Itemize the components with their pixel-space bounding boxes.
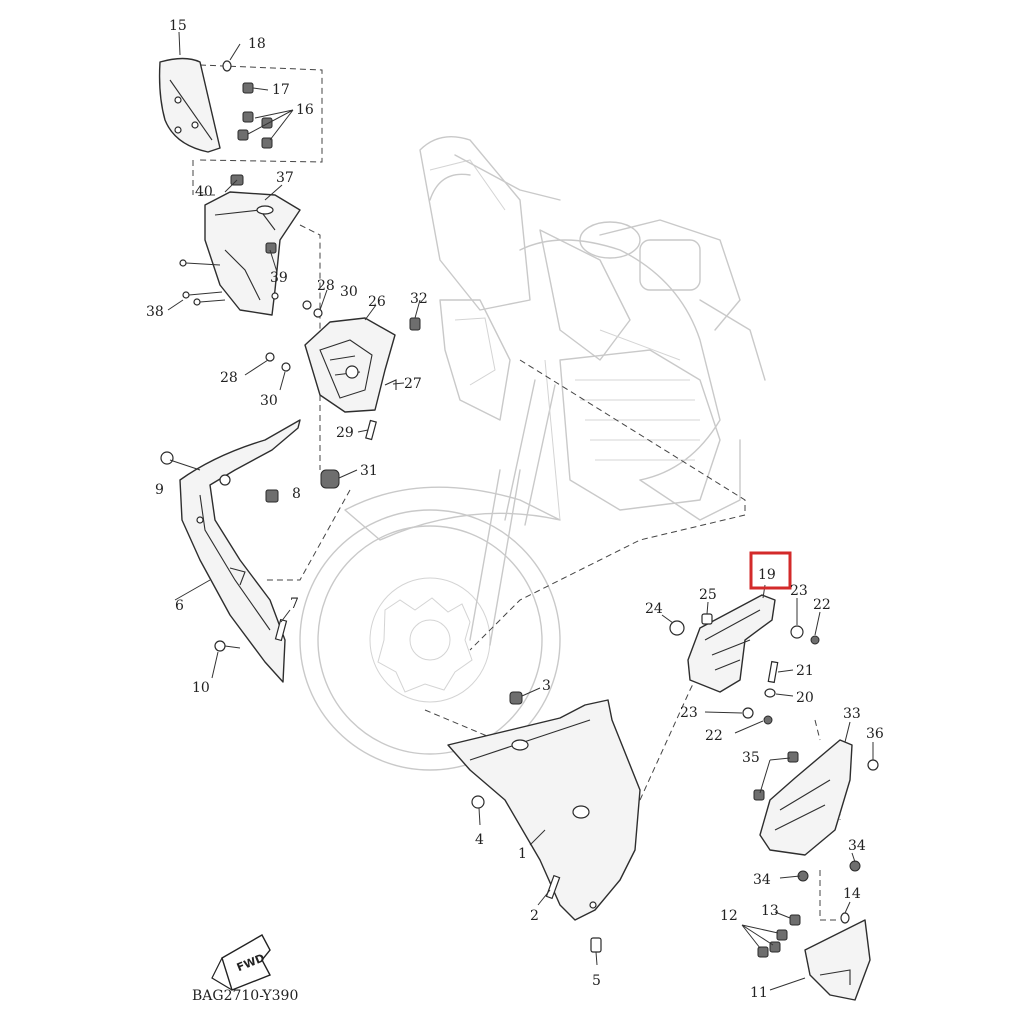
callout-29: 29 <box>336 425 354 441</box>
part-15-upper-cover <box>158 57 221 153</box>
callout-23-bottom: 23 <box>680 705 698 721</box>
forward-arrow-icon: FWD <box>211 934 271 991</box>
callout-34-right: 34 <box>848 838 866 854</box>
part-19-stay <box>669 594 820 725</box>
callout-14: 14 <box>843 886 861 902</box>
callout-3: 3 <box>542 678 551 694</box>
callout-19: 19 <box>758 567 776 583</box>
part-11-side-plate <box>757 912 871 1001</box>
callout-6: 6 <box>175 598 184 614</box>
callout-25: 25 <box>699 587 717 603</box>
callout-31: 31 <box>360 463 378 479</box>
callout-27: 27 <box>404 376 422 392</box>
callout-8: 8 <box>292 486 301 502</box>
callout-5: 5 <box>592 973 601 989</box>
part-26-bracket <box>265 300 421 489</box>
callout-23-top: 23 <box>790 583 808 599</box>
callout-36: 36 <box>866 726 884 742</box>
callout-17: 17 <box>272 82 290 98</box>
callout-28-mid: 28 <box>220 370 238 386</box>
callout-22-bottom: 22 <box>705 728 723 744</box>
part-16-17-18-clips <box>222 60 273 149</box>
callout-30-mid: 30 <box>260 393 278 409</box>
callout-labels: 15 18 17 16 40 37 39 38 28 30 26 32 28 3… <box>146 18 884 1001</box>
callout-9: 9 <box>155 482 164 498</box>
callout-2: 2 <box>530 908 539 924</box>
callout-34-left: 34 <box>753 872 771 888</box>
callout-26: 26 <box>368 294 386 310</box>
callout-12: 12 <box>720 908 738 924</box>
callout-22-top: 22 <box>813 597 831 613</box>
callout-24: 24 <box>645 601 663 617</box>
callout-33: 33 <box>843 706 861 722</box>
diagram-code: BAG2710-Y390 <box>192 988 298 1004</box>
callout-4: 4 <box>475 832 484 848</box>
callout-40: 40 <box>195 184 213 200</box>
callout-13: 13 <box>761 903 779 919</box>
highlight-box-19 <box>749 551 792 590</box>
callout-1: 1 <box>518 846 527 862</box>
callout-18: 18 <box>248 36 266 52</box>
callout-21: 21 <box>796 663 814 679</box>
callout-11: 11 <box>750 985 768 1001</box>
callout-38: 38 <box>146 304 164 320</box>
callout-30-top: 30 <box>340 284 358 300</box>
part-6-side-cowl <box>160 419 301 683</box>
callout-35: 35 <box>742 750 760 766</box>
part-37-inner-panel <box>179 174 301 316</box>
callout-32: 32 <box>410 291 428 307</box>
callout-39: 39 <box>270 270 288 286</box>
callout-16: 16 <box>296 102 314 118</box>
callout-37: 37 <box>276 170 294 186</box>
part-1-lower-cowl <box>447 691 641 953</box>
callout-15: 15 <box>169 18 187 34</box>
leader-lines <box>167 31 874 991</box>
callout-10: 10 <box>192 680 210 696</box>
callout-7: 7 <box>290 596 299 612</box>
part-33-inner-panel <box>753 739 879 882</box>
callout-20: 20 <box>796 690 814 706</box>
motorcycle-outline <box>299 136 766 771</box>
callout-28-top: 28 <box>317 278 335 294</box>
